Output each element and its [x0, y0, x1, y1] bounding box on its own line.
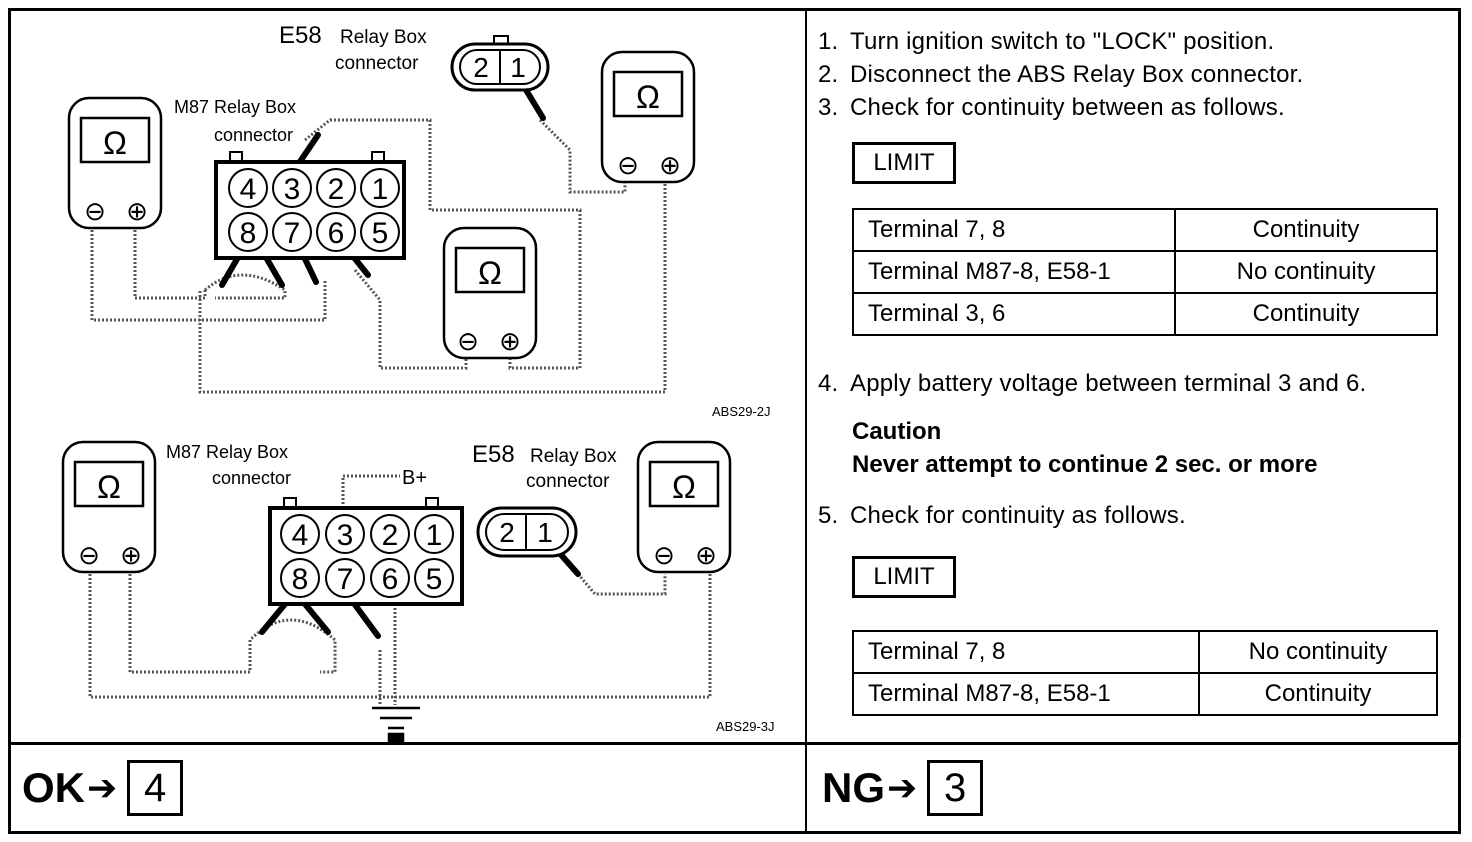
- result-divider: [8, 742, 1461, 745]
- svg-text:1: 1: [537, 517, 553, 548]
- figure-code-bottom: ABS29-3J: [716, 719, 775, 734]
- e58-relay-label: Relay Box: [340, 27, 427, 48]
- minus-terminal: ⊖: [84, 196, 106, 226]
- svg-text:8: 8: [292, 563, 309, 596]
- svg-text:⊖: ⊖: [653, 540, 675, 570]
- m87-connector-bottom: 4 3 2 1 8 7 6 5: [268, 497, 464, 606]
- svg-text:1: 1: [510, 52, 526, 83]
- svg-text:Ω: Ω: [636, 79, 660, 115]
- svg-text:7: 7: [337, 563, 354, 596]
- e58-label: E58: [279, 22, 322, 49]
- column-divider: [805, 8, 807, 834]
- pin-4: 4: [240, 173, 257, 206]
- m87-connector-label: connector: [214, 125, 293, 145]
- step-1: 1.Turn ignition switch to "LOCK" positio…: [818, 28, 1275, 55]
- ng-label: NG: [822, 764, 885, 811]
- svg-text:Ω: Ω: [672, 469, 696, 505]
- table-row: Terminal 3, 6 Continuity: [852, 292, 1438, 336]
- plus-terminal: ⊕: [126, 196, 148, 226]
- svg-text:⊖: ⊖: [617, 150, 639, 180]
- step-3: 3.Check for continuity between as follow…: [818, 94, 1285, 121]
- limit-table-1: Terminal 7, 8 Continuity Terminal M87-8,…: [852, 208, 1438, 336]
- e58-relay-label-bottom: Relay Box: [530, 446, 617, 467]
- table-row: Terminal 7, 8 Continuity: [852, 208, 1438, 252]
- svg-text:⊕: ⊕: [695, 540, 717, 570]
- step-4: 4.Apply battery voltage between terminal…: [818, 370, 1367, 397]
- table-row: Terminal 7, 8 No continuity: [852, 630, 1438, 674]
- ok-label: OK: [22, 764, 85, 811]
- ohmmeter-top-middle: Ω ⊖ ⊕: [442, 226, 538, 360]
- arrow-right-icon: ➔: [87, 767, 118, 808]
- top-diagram: Ω ⊖ ⊕ Ω ⊖ ⊕ Ω ⊖ ⊕: [67, 22, 771, 419]
- figure-code-top: ABS29-2J: [712, 404, 771, 419]
- svg-text:4: 4: [292, 519, 309, 552]
- e58-connector-top: 2 1: [450, 35, 550, 92]
- step-5: 5.Check for continuity as follows.: [818, 502, 1186, 529]
- b-plus-label: B+: [402, 467, 427, 489]
- ohmmeter-top-left: Ω ⊖ ⊕: [67, 96, 163, 230]
- wiring-diagram: Ω ⊖ ⊕ Ω ⊖ ⊕ Ω ⊖ ⊕: [61, 22, 775, 742]
- ohm-symbol: Ω: [103, 125, 127, 161]
- m87-connector-top: 4 3 2 1 8 7 6 5: [214, 151, 406, 260]
- pin-1: 1: [372, 173, 389, 206]
- svg-text:⊖: ⊖: [78, 540, 100, 570]
- svg-text:3: 3: [337, 519, 354, 552]
- ok-target-box: 4: [127, 760, 184, 816]
- ohmmeter-top-right: Ω ⊖ ⊕: [600, 50, 696, 184]
- wires-top: [90, 118, 667, 394]
- e58-connector-bottom: 2 1: [476, 506, 578, 558]
- pin-7: 7: [284, 217, 301, 250]
- ok-result: OK ➔ 4: [22, 758, 184, 818]
- pin-5: 5: [372, 217, 389, 250]
- table-row: Terminal M87-8, E58-1 No continuity: [852, 250, 1438, 294]
- table-row: Terminal M87-8, E58-1 Continuity: [852, 672, 1438, 716]
- ohmmeter-bottom-left: Ω ⊖ ⊕: [61, 440, 157, 574]
- pin-6: 6: [328, 217, 345, 250]
- m87-connector-label-bottom: connector: [212, 468, 291, 488]
- svg-text:2: 2: [382, 519, 399, 552]
- e58-connector-label: connector: [335, 53, 419, 74]
- pin-2: 2: [328, 173, 345, 206]
- svg-text:1: 1: [426, 519, 443, 552]
- pin-8: 8: [240, 217, 257, 250]
- m87-label-bottom: M87 Relay Box: [166, 442, 288, 462]
- e58-label-bottom: E58: [472, 441, 515, 468]
- ground-icon: [372, 706, 420, 742]
- m87-label: M87 Relay Box: [174, 97, 296, 117]
- pin-3: 3: [284, 173, 301, 206]
- page-frame: [8, 8, 1461, 834]
- svg-text:⊕: ⊕: [499, 326, 521, 356]
- svg-text:6: 6: [382, 563, 399, 596]
- wires-bottom: [88, 474, 712, 705]
- svg-text:⊕: ⊕: [659, 150, 681, 180]
- svg-text:⊖: ⊖: [457, 326, 479, 356]
- arrow-right-icon: ➔: [887, 767, 918, 808]
- step-2: 2.Disconnect the ABS Relay Box connector…: [818, 61, 1304, 88]
- svg-text:⊕: ⊕: [120, 540, 142, 570]
- limit-label-2: LIMIT: [852, 556, 956, 598]
- caution-title: Caution: [852, 418, 942, 445]
- svg-text:5: 5: [426, 563, 443, 596]
- svg-text:Ω: Ω: [478, 255, 502, 291]
- bottom-diagram: Ω ⊖ ⊕ Ω ⊖ ⊕ 4 3: [61, 440, 775, 742]
- e58-connector-label-bottom: connector: [526, 471, 610, 492]
- limit-table-2: Terminal 7, 8 No continuity Terminal M87…: [852, 630, 1438, 716]
- caution-text: Never attempt to continue 2 sec. or more: [852, 451, 1318, 478]
- svg-text:2: 2: [499, 517, 515, 548]
- limit-label-1: LIMIT: [852, 142, 956, 184]
- ng-target-box: 3: [927, 760, 984, 816]
- ng-result: NG ➔ 3: [822, 758, 984, 818]
- ohmmeter-bottom-right: Ω ⊖ ⊕: [636, 440, 732, 574]
- svg-text:Ω: Ω: [97, 469, 121, 505]
- svg-text:2: 2: [473, 52, 489, 83]
